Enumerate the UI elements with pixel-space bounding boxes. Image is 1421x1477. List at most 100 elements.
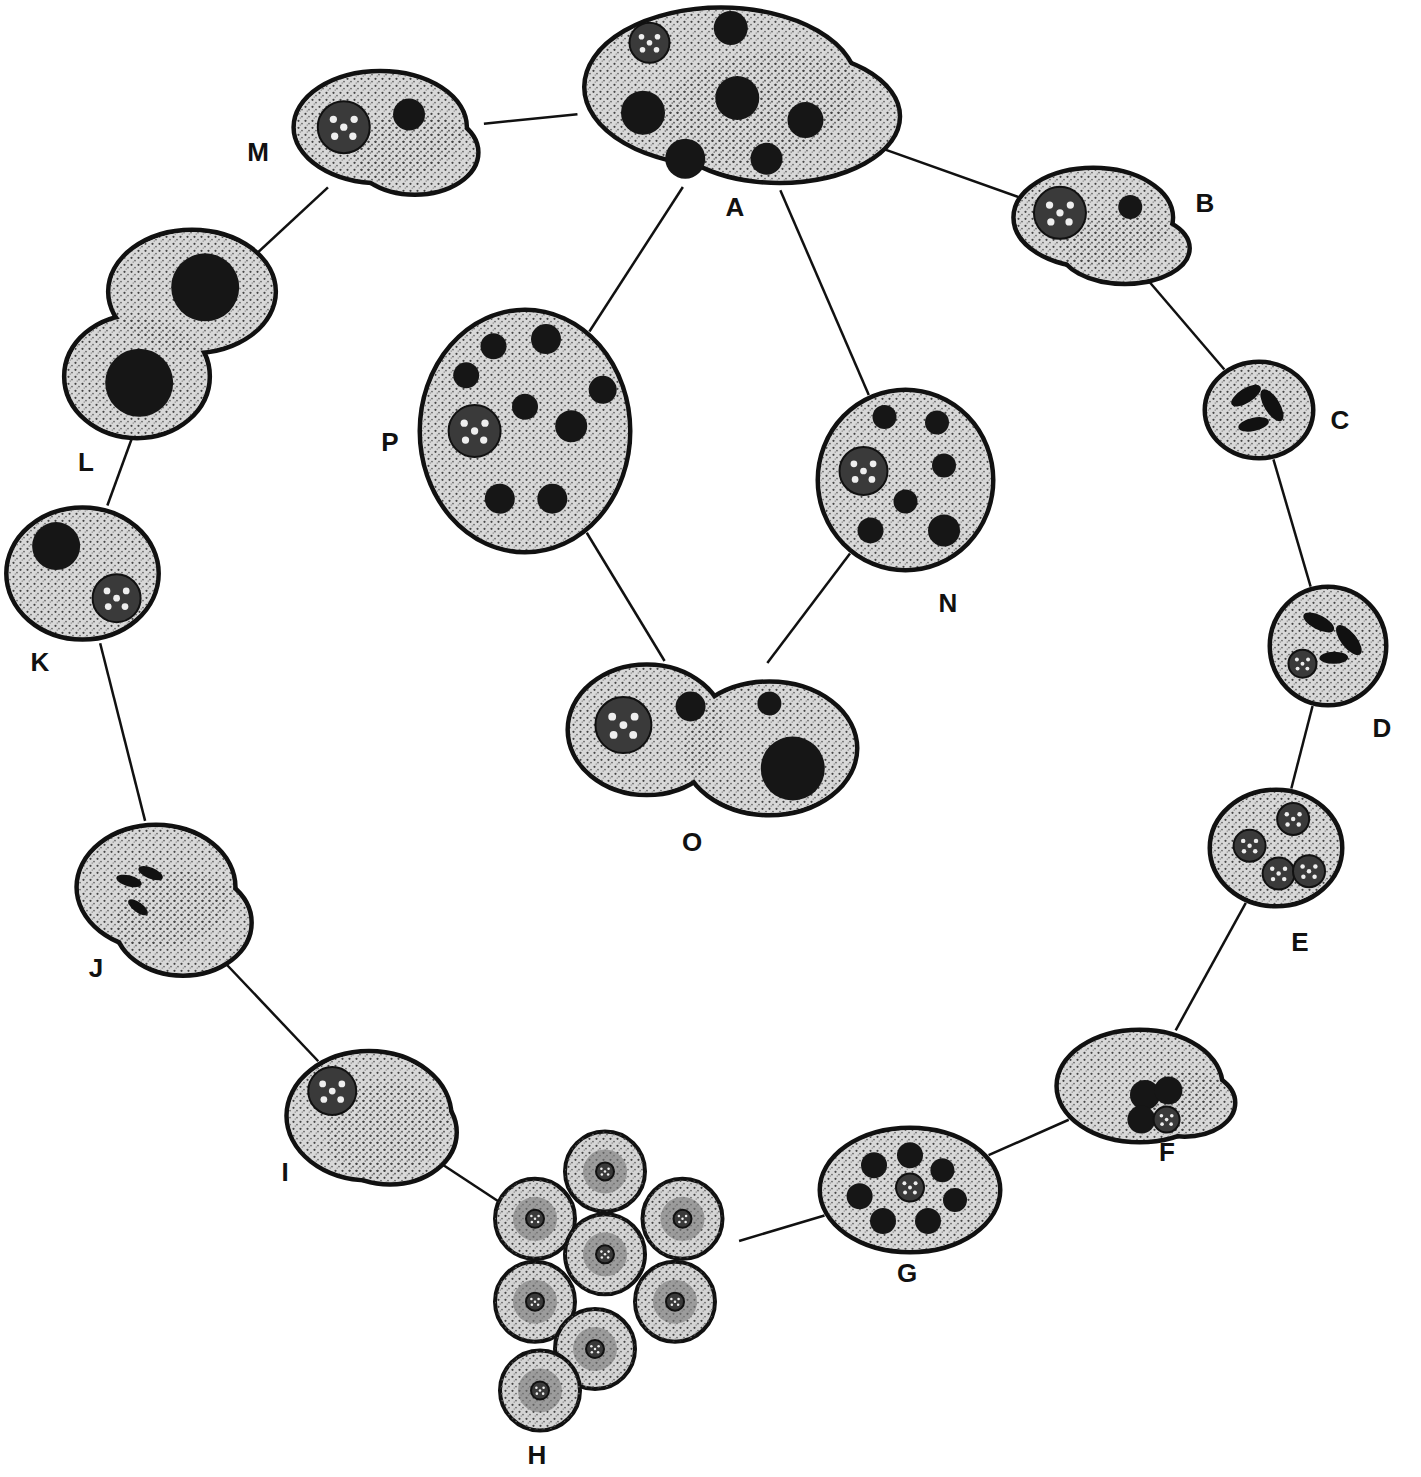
vesicular-nucleus xyxy=(449,405,501,457)
cell-stage: L xyxy=(60,228,280,440)
cell-stage: I xyxy=(285,1050,460,1187)
cell-drawing xyxy=(75,822,255,977)
connector-line xyxy=(442,1164,503,1204)
cyst-core xyxy=(583,1149,627,1193)
chromatin-dot xyxy=(1296,667,1300,671)
vesicular-nucleus xyxy=(666,1293,684,1311)
cyst-texture xyxy=(495,1179,575,1259)
chromatin-dot xyxy=(319,1081,326,1088)
chromatin-dot xyxy=(1307,869,1311,873)
chromatin-dot xyxy=(1065,218,1072,225)
chromatin-dot xyxy=(1242,849,1246,853)
chromatin-dot xyxy=(908,1186,912,1190)
cell-stage: H xyxy=(490,1130,740,1426)
connector-line xyxy=(224,962,318,1062)
connector-line xyxy=(767,553,850,663)
chromatin-dot xyxy=(1305,667,1309,671)
chromatin-dot xyxy=(340,124,347,131)
chromatin-dot xyxy=(674,1300,677,1303)
cyst-texture xyxy=(643,1179,723,1259)
chromatin-dot xyxy=(113,595,120,602)
cell-drawing xyxy=(290,70,482,197)
stage-letter: I xyxy=(281,1159,288,1185)
chromatin-dot xyxy=(1297,822,1301,826)
vesicular-nucleus xyxy=(1263,858,1295,890)
dense-nucleus xyxy=(873,405,897,429)
chromatin-dot xyxy=(604,1170,607,1173)
cell-outline xyxy=(820,1128,1000,1252)
stage-letter: J xyxy=(89,955,103,981)
chromatin-dot xyxy=(1067,201,1074,208)
dense-nucleus xyxy=(788,102,824,138)
connector-line xyxy=(1149,281,1225,369)
stage-letter: P xyxy=(381,429,398,455)
chromatin-dot xyxy=(601,1256,604,1259)
chromatin-dot xyxy=(537,1298,540,1301)
cyst-core xyxy=(573,1327,617,1371)
chromatin-dot xyxy=(654,47,660,53)
chromatin-dot xyxy=(539,1389,542,1392)
cytoplasm-texture xyxy=(661,52,898,180)
chromatin-dot xyxy=(537,1215,540,1218)
cell-drawing xyxy=(490,1130,740,1426)
chromatin-dot xyxy=(1306,658,1310,662)
cell-stage: M xyxy=(290,70,482,197)
stage-letter: C xyxy=(1331,407,1350,433)
chromatin-dot xyxy=(590,1345,593,1348)
dense-nucleus xyxy=(751,143,783,175)
dense-nucleus xyxy=(930,1158,954,1182)
dense-nucleus xyxy=(665,139,705,179)
chromatin-dot xyxy=(601,1173,604,1176)
chromatin-dot xyxy=(1285,822,1289,826)
cell-outline xyxy=(1210,790,1342,906)
chromatin-dot xyxy=(542,1392,545,1395)
chromatin-dot xyxy=(1291,817,1295,821)
chromatin-dot xyxy=(462,436,469,443)
chromatin-dot xyxy=(597,1345,600,1348)
vesicular-nucleus xyxy=(840,447,888,495)
chromatin-dot xyxy=(677,1298,680,1301)
cytoplasm xyxy=(66,317,207,436)
vesicular-nucleus xyxy=(93,574,141,622)
dense-nucleus xyxy=(589,376,617,404)
chromatin-dot xyxy=(631,713,639,721)
chromatin-dot xyxy=(655,34,661,40)
cytoplasm-texture xyxy=(1272,589,1384,703)
stage-letter: F xyxy=(1159,1139,1175,1165)
vesicular-nucleus xyxy=(1277,803,1309,835)
cytoplasm xyxy=(684,684,855,813)
chromatin-dot xyxy=(913,1190,917,1194)
cell-drawing xyxy=(5,505,160,642)
cytoplasm-texture xyxy=(822,1130,998,1250)
cell-stage: B xyxy=(1010,168,1195,286)
stage-letter: N xyxy=(939,590,958,616)
cyst-wall xyxy=(635,1262,715,1342)
chromatin-dot xyxy=(530,1298,533,1301)
chromatin-dot xyxy=(640,47,646,53)
chromatin-dot xyxy=(536,1392,539,1395)
connector-line xyxy=(1176,903,1246,1030)
cell-drawing xyxy=(60,228,280,440)
dense-nucleus xyxy=(932,454,956,478)
cell-drawing xyxy=(1010,168,1195,286)
chromatin-dot xyxy=(1300,864,1304,868)
chromatin-dot xyxy=(1047,218,1054,225)
stage-letter: L xyxy=(78,449,94,475)
chromatin-dot xyxy=(604,1253,607,1256)
cell-drawing xyxy=(1205,362,1313,458)
cell-stage: C xyxy=(1205,362,1313,458)
stage-letter: D xyxy=(1373,715,1392,741)
vesicular-nucleus xyxy=(1034,187,1086,239)
cell-stage: E xyxy=(1210,790,1342,906)
chromatin-dot xyxy=(330,116,337,123)
cell-stage: O xyxy=(565,660,857,815)
chromatin-dot xyxy=(338,1081,345,1088)
cell-outline xyxy=(7,508,159,640)
chromatin-dot xyxy=(914,1181,918,1185)
dense-nucleus xyxy=(676,692,706,722)
cyst-core xyxy=(518,1368,562,1412)
connector-line xyxy=(989,1120,1069,1155)
cyst-core xyxy=(583,1232,627,1276)
chromatin-dot xyxy=(537,1221,540,1224)
chromatin-dot xyxy=(629,731,637,739)
